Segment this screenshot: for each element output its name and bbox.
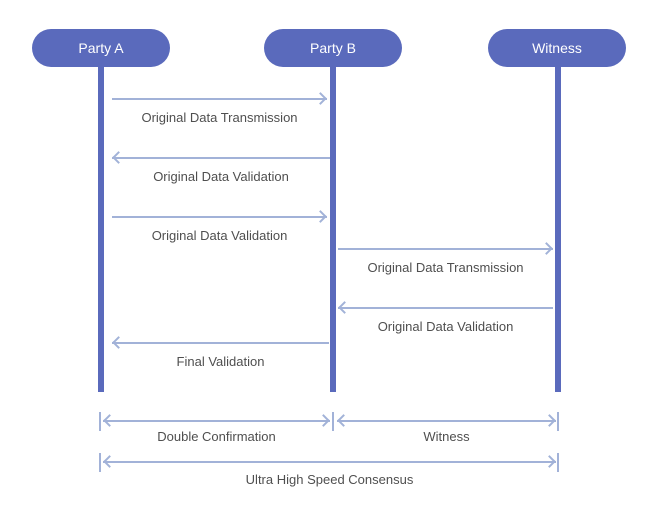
span-label-double-confirmation: Double Confirmation	[157, 429, 276, 444]
message-arrow-3	[112, 216, 327, 218]
actor-party-a: Party A	[32, 29, 170, 67]
measure-tick-a-2	[99, 453, 101, 472]
arrowhead-left-icon	[338, 301, 351, 314]
message-label-2: Original Data Validation	[153, 169, 289, 184]
arrowhead-left-icon	[103, 455, 116, 468]
message-label-1: Original Data Transmission	[141, 110, 298, 125]
arrowhead-left-icon	[112, 151, 125, 164]
arrowhead-left-icon	[112, 336, 125, 349]
arrowhead-left-icon	[337, 414, 350, 427]
message-label-5: Original Data Validation	[377, 319, 514, 334]
measure-tick-a	[99, 412, 101, 431]
span-arrow-double-confirmation	[103, 420, 330, 422]
span-label-witness: Witness	[423, 429, 470, 444]
message-label-6: Final Validation	[176, 354, 265, 369]
actor-witness-label: Witness	[532, 40, 582, 56]
span-arrow-witness	[337, 420, 556, 422]
message-arrow-4	[338, 248, 553, 250]
lifeline-party-b	[330, 64, 336, 392]
message-label-3: Original Data Validation	[151, 228, 288, 243]
measure-tick-b	[332, 412, 334, 431]
measure-tick-witness-2	[557, 453, 559, 472]
actor-party-b: Party B	[264, 29, 402, 67]
span-label-consensus: Ultra High Speed Consensus	[245, 472, 414, 487]
arrowhead-right-icon	[540, 242, 553, 255]
actor-witness: Witness	[488, 29, 626, 67]
span-arrow-consensus	[103, 461, 556, 463]
message-arrow-5	[338, 307, 553, 309]
lifeline-party-a	[98, 64, 104, 392]
arrowhead-right-icon	[543, 455, 556, 468]
arrowhead-right-icon	[317, 414, 330, 427]
arrowhead-left-icon	[103, 414, 116, 427]
arrowhead-right-icon	[543, 414, 556, 427]
message-arrow-6	[112, 342, 329, 344]
arrowhead-right-icon	[314, 92, 327, 105]
message-label-4: Original Data Transmission	[367, 260, 524, 275]
message-arrow-2	[112, 157, 330, 159]
actor-party-a-label: Party A	[78, 40, 124, 56]
measure-tick-witness	[557, 412, 559, 431]
lifeline-witness	[555, 64, 561, 392]
message-arrow-1	[112, 98, 327, 100]
actor-party-b-label: Party B	[310, 40, 356, 56]
arrowhead-right-icon	[314, 210, 327, 223]
